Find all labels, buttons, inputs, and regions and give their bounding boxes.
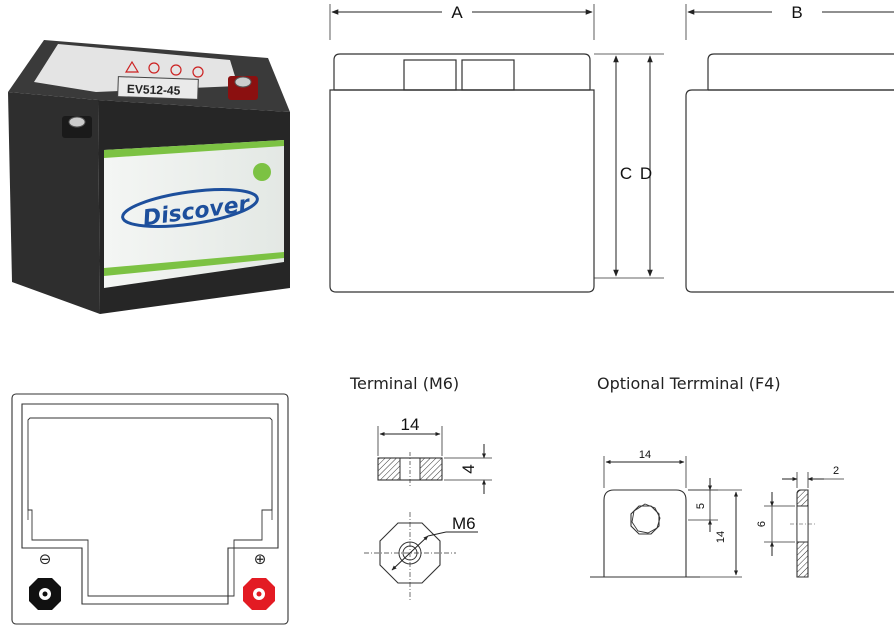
dimension-A: A: [331, 3, 593, 22]
battery-photo: Discover EV512-45: [8, 40, 290, 314]
terminal-f4-height: 14: [715, 531, 727, 543]
battery-model-label: EV512-45: [127, 82, 181, 98]
terminal-m6-section: [377, 426, 492, 494]
photo-terminal-positive: [228, 76, 258, 100]
dimension-B: B: [687, 3, 894, 22]
terminal-m6-top-view: [364, 512, 478, 600]
terminal-f4-hole-offset: 5: [695, 503, 707, 509]
dimension-C-label: C: [620, 164, 632, 183]
dimension-D: D: [640, 55, 653, 277]
negative-terminal-top: [29, 578, 61, 610]
side-view-drawing: [329, 4, 664, 293]
terminal-f4-thickness: 2: [833, 465, 839, 477]
terminal-f4-side-height: 6: [756, 521, 768, 527]
terminal-f4-side: [764, 472, 844, 578]
terminal-f4-width: 14: [639, 449, 651, 461]
photo-terminal-negative: [62, 116, 92, 138]
negative-symbol: ⊖: [39, 551, 52, 568]
end-view-drawing: [685, 4, 894, 293]
terminal-f4-title: Optional Terrminal (F4): [597, 374, 781, 393]
terminal-f4-front: [590, 456, 742, 578]
dimension-D-label: D: [640, 164, 652, 183]
top-view-drawing: [11, 393, 289, 625]
dimension-A-label: A: [451, 3, 463, 22]
dimension-B-label: B: [791, 3, 802, 22]
terminal-m6-thread: M6: [452, 514, 476, 533]
terminal-m6-title: Terminal (M6): [349, 374, 459, 393]
dimension-C: C: [613, 55, 632, 277]
positive-symbol: ⊕: [254, 551, 267, 568]
terminal-m6-width: 14: [401, 415, 420, 434]
terminal-m6-height: 4: [459, 464, 478, 473]
positive-terminal-top: [243, 578, 275, 610]
